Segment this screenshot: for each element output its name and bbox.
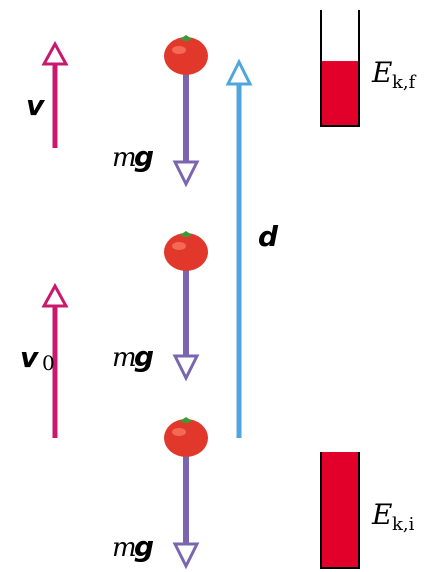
gravity-arrow-middle [172,256,200,382]
weight-label-mass: m [112,533,137,563]
kinetic-final-E: E [371,56,392,89]
kinetic-energy-final-label: E k,f [371,56,417,93]
tomato-icon [164,35,208,75]
weight-label-g: g [134,530,154,563]
tomato-icon [164,231,208,271]
displacement-label: d [258,220,279,253]
velocity-final-arrow [41,40,69,148]
gravity-arrow-top [172,58,200,188]
velocity-initial-subscript: 0 [42,351,55,375]
kinetic-initial-subscript: k,i [392,514,415,535]
weight-label-mass: m [112,343,137,373]
gravity-arrow-bottom [172,440,200,570]
weight-label-g: g [134,140,154,173]
kinetic-initial-E: E [371,498,392,531]
velocity-initial-label: v [20,341,39,374]
kinetic-energy-initial-label: E k,i [371,498,415,535]
weight-label-g: g [134,340,154,373]
velocity-final-label: v [26,89,45,122]
tomato-icon [164,417,208,457]
kinetic-energy-final-bar [320,10,360,127]
kinetic-final-subscript: k,f [392,72,417,93]
weight-label-bottom: m g [112,530,154,563]
velocity-initial-arrow [41,282,69,438]
displacement-arrow [225,58,253,438]
weight-label-top: m g [112,140,154,173]
weight-label-mass: m [112,143,137,173]
kinetic-energy-initial-bar [320,452,360,569]
weight-label-middle: m g [112,340,154,373]
